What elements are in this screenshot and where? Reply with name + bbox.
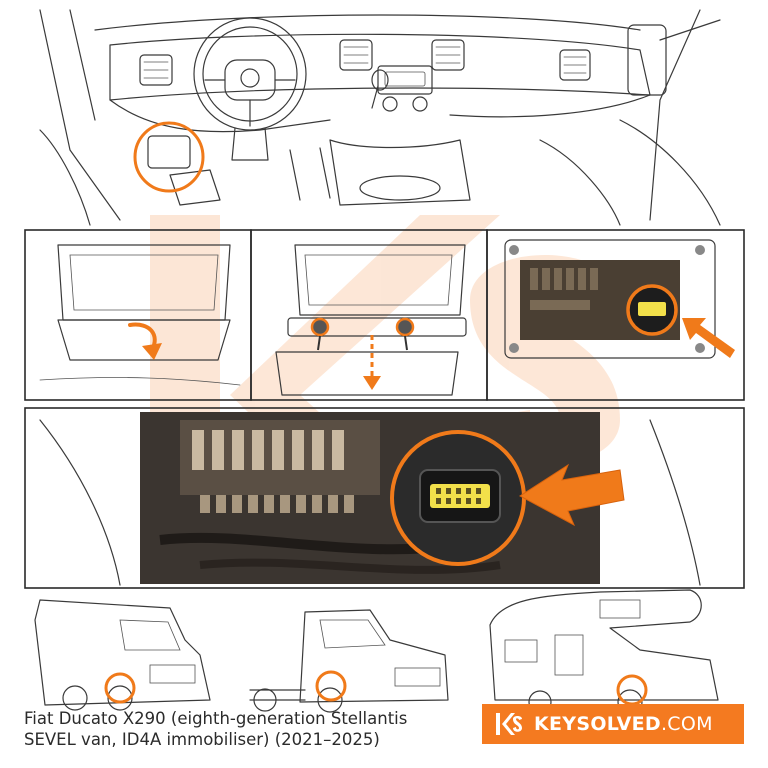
- step-panel-3: [486, 229, 745, 401]
- fusebox-location-ring: [133, 121, 205, 193]
- vehicle-variants: [34, 589, 719, 715]
- van-variant: [34, 599, 211, 711]
- vehicle-caption: Fiat Ducato X290 (eighth-generation Stel…: [24, 708, 464, 750]
- panel-remove-screws: [275, 244, 467, 396]
- steering-wheel-icon: [193, 17, 307, 131]
- keysolved-logo-icon: [496, 713, 522, 735]
- brand-banner[interactable]: KEYSOLVED.COM: [482, 704, 744, 744]
- connector-closeup: [39, 412, 701, 586]
- connector-closeup-panel: [24, 407, 745, 589]
- motorhome-variant: [489, 589, 719, 715]
- panel-open-cover: [39, 244, 241, 386]
- panel-locate-connector: [504, 239, 735, 359]
- connector-pointer-arrow-icon: [519, 463, 625, 527]
- caption-line-1: Fiat Ducato X290 (eighth-generation Stel…: [24, 709, 408, 728]
- pointer-arrow-icon: [682, 318, 735, 358]
- caption-line-2: SEVEL van, ID4A immobiliser) (2021–2025): [24, 730, 380, 749]
- chassis-cab-variant: [249, 609, 449, 713]
- dashboard-overview: [39, 9, 721, 226]
- brand-name: KEYSOLVED.COM: [534, 713, 713, 735]
